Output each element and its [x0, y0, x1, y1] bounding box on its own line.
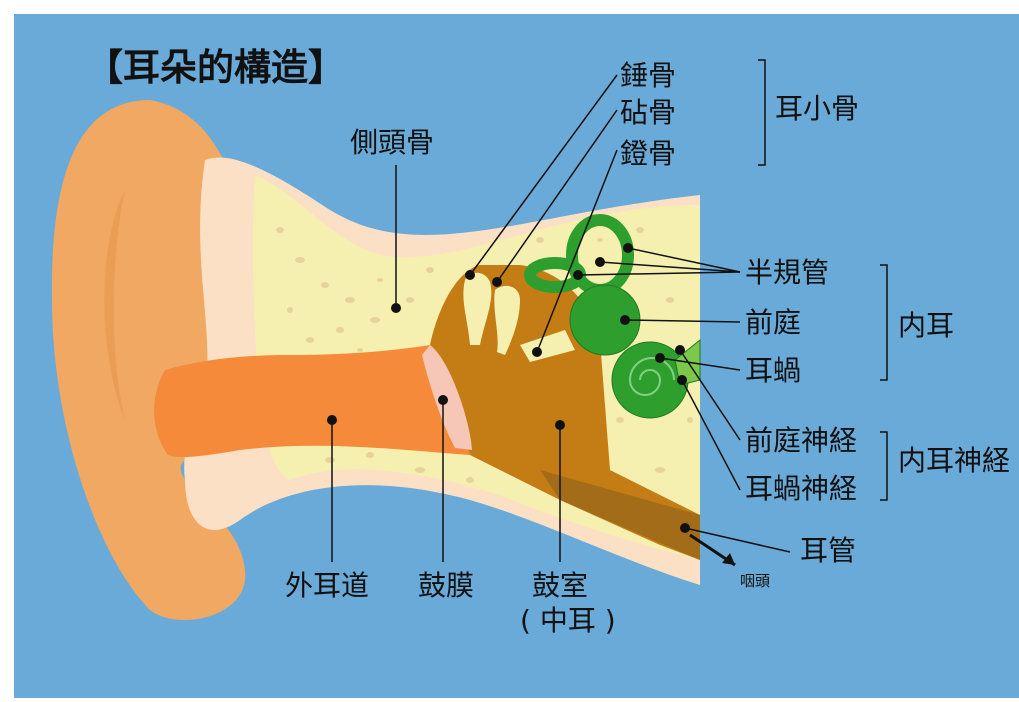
label-external-canal: 外耳道: [285, 569, 369, 602]
label-ossicles-group: 耳小骨: [775, 92, 859, 125]
label-temporal-bone: 側頭骨: [350, 126, 434, 159]
label-eustachian-tube: 耳管: [800, 534, 856, 567]
label-middle-ear: ( 中耳 ): [520, 604, 616, 637]
label-tympanic-cavity: 鼓室: [532, 569, 588, 602]
external-canal: [154, 345, 470, 457]
label-inner-ear-nerve-group: 内耳神経: [898, 444, 1010, 477]
label-vestibular-nerve: 前庭神経: [745, 424, 857, 457]
label-cochlea: 耳蝸: [745, 354, 801, 387]
label-stapes: 鐙骨: [620, 137, 676, 170]
page-title: 【耳朵的構造】: [86, 46, 345, 89]
label-vestibule: 前庭: [745, 306, 801, 339]
label-semicircular-canals: 半規管: [745, 256, 829, 289]
label-inner-ear-group: 内耳: [898, 309, 954, 342]
label-incus: 砧骨: [620, 96, 676, 129]
label-pharynx: 咽頭: [740, 572, 770, 590]
label-cochlear-nerve: 耳蝸神経: [745, 472, 857, 505]
label-eardrum: 鼓膜: [418, 569, 474, 602]
label-malleus: 錘骨: [620, 59, 676, 92]
